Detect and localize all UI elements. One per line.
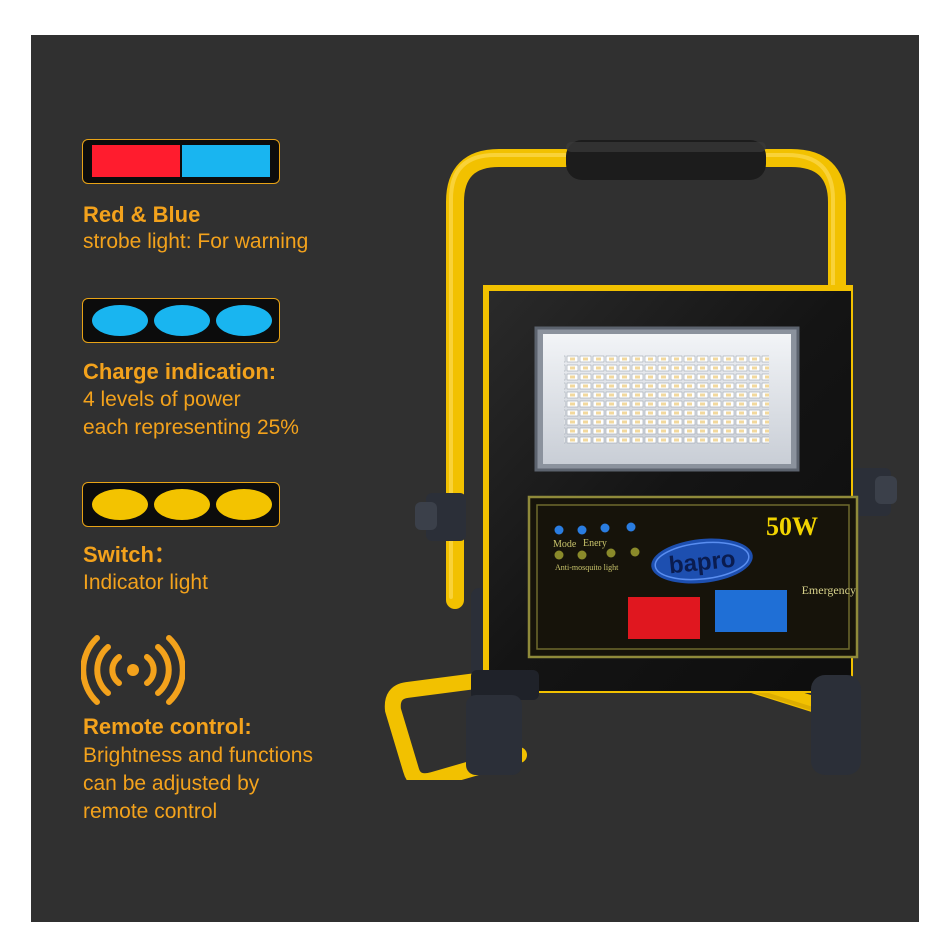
feature-heading-strobe: Red & Blue xyxy=(83,202,201,227)
blue-charge-dots xyxy=(82,298,280,343)
charge-dot-2 xyxy=(154,305,210,336)
blue-strobe-block xyxy=(182,145,270,177)
red-blue-strobe-swatch xyxy=(82,139,280,184)
wireless-signal-icon xyxy=(81,635,185,705)
emergency-label: Emergency xyxy=(802,583,856,597)
feature-heading-switch: Switch： xyxy=(83,542,176,567)
feature-heading-charge: Charge indication: xyxy=(83,359,277,384)
mode-label: Mode xyxy=(553,539,577,550)
feature-desc-switch: Indicator light xyxy=(83,571,208,594)
red-button[interactable] xyxy=(628,597,700,639)
red-strobe-block xyxy=(92,145,180,177)
feature-desc-charge-1: 4 levels of power xyxy=(83,388,241,411)
feature-heading-remote: Remote control: xyxy=(83,714,252,739)
feature-desc-charge-2: each representing 25% xyxy=(83,416,299,439)
wattage-label: 50W xyxy=(766,512,818,541)
mosquito-label: Anti-mosquito light xyxy=(555,563,619,572)
switch-dot-1 xyxy=(92,489,148,520)
charge-dot-3 xyxy=(216,305,272,336)
switch-dot-2 xyxy=(154,489,210,520)
feature-desc-remote-2: can be adjusted by xyxy=(83,772,260,795)
flood-light-illustration: Mode Enery Anti-mosquito light bapro 50W… xyxy=(384,140,897,780)
product-panel: Red & Blue strobe light: For warning Cha… xyxy=(31,35,919,922)
energy-label: Enery xyxy=(583,538,607,549)
feature-desc-remote-1: Brightness and functions xyxy=(83,744,313,767)
charge-dot-1 xyxy=(92,305,148,336)
feature-desc-remote-3: remote control xyxy=(83,800,218,823)
yellow-switch-dots xyxy=(82,482,280,527)
feature-desc-strobe: strobe light: For warning xyxy=(83,230,309,253)
switch-dot-3 xyxy=(216,489,272,520)
blue-button[interactable] xyxy=(715,590,787,632)
